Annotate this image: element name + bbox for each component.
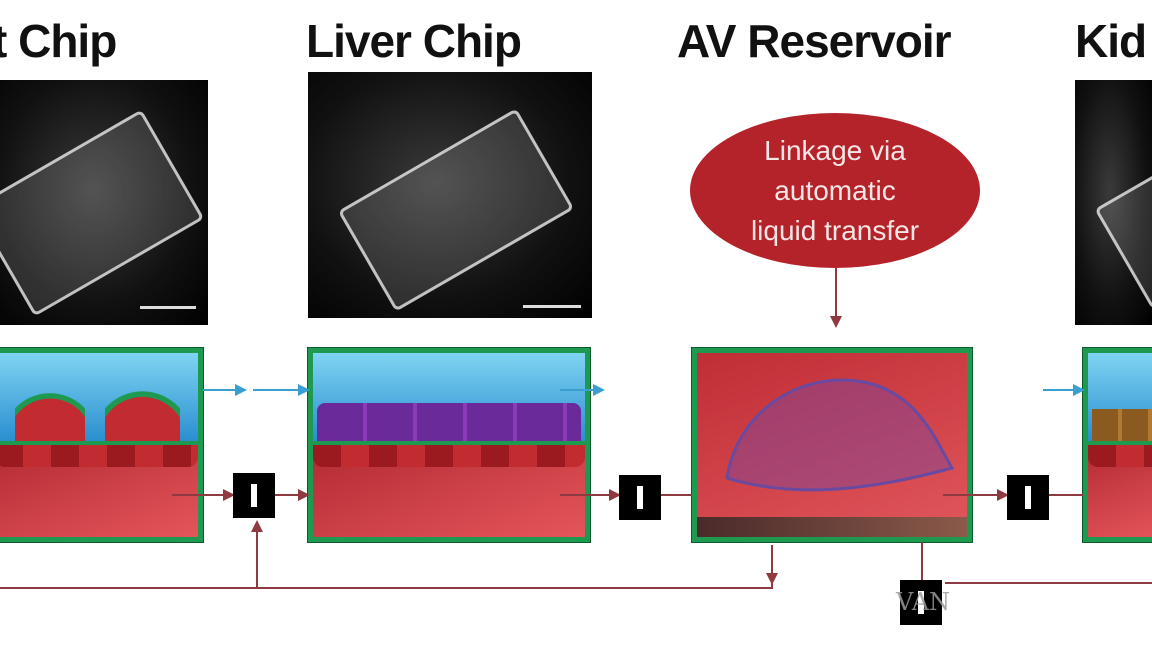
kidney-chip-schematic	[1083, 348, 1152, 542]
vascular-network-graphic	[725, 378, 955, 492]
valve-icon	[233, 473, 275, 518]
watermark: VAN	[896, 588, 951, 616]
av-reservoir-schematic	[692, 348, 972, 542]
callout-line-3: liquid transfer	[750, 214, 920, 246]
liver-chip-title: Liver Chip	[306, 15, 522, 67]
valve-icon	[619, 475, 661, 520]
gut-chip-photo	[0, 80, 208, 325]
liver-media-channel	[313, 353, 585, 445]
return-line	[0, 545, 773, 589]
kidney-chip-title: Kid	[1075, 15, 1147, 67]
liver-blood-channel	[313, 445, 585, 537]
kidney-blood-channel	[1088, 445, 1152, 537]
kidney-chip-photo	[1075, 80, 1152, 325]
linkage-callout: Linkage via automatic liquid transfer	[690, 113, 980, 268]
av-reservoir-title: AV Reservoir	[677, 15, 952, 67]
liver-chip-photo	[308, 72, 592, 318]
valve-icon	[1007, 475, 1049, 520]
gut-blood-channel	[0, 445, 198, 537]
gut-chip-title: t Chip	[0, 15, 117, 67]
gut-chip-schematic	[0, 348, 203, 542]
valve-icon	[900, 580, 942, 625]
callout-line-2: automatic	[774, 174, 896, 206]
kidney-media-channel	[1088, 353, 1152, 445]
gut-media-channel	[0, 353, 198, 445]
callout-line-1: Linkage via	[764, 134, 906, 166]
liver-chip-schematic	[308, 348, 590, 542]
